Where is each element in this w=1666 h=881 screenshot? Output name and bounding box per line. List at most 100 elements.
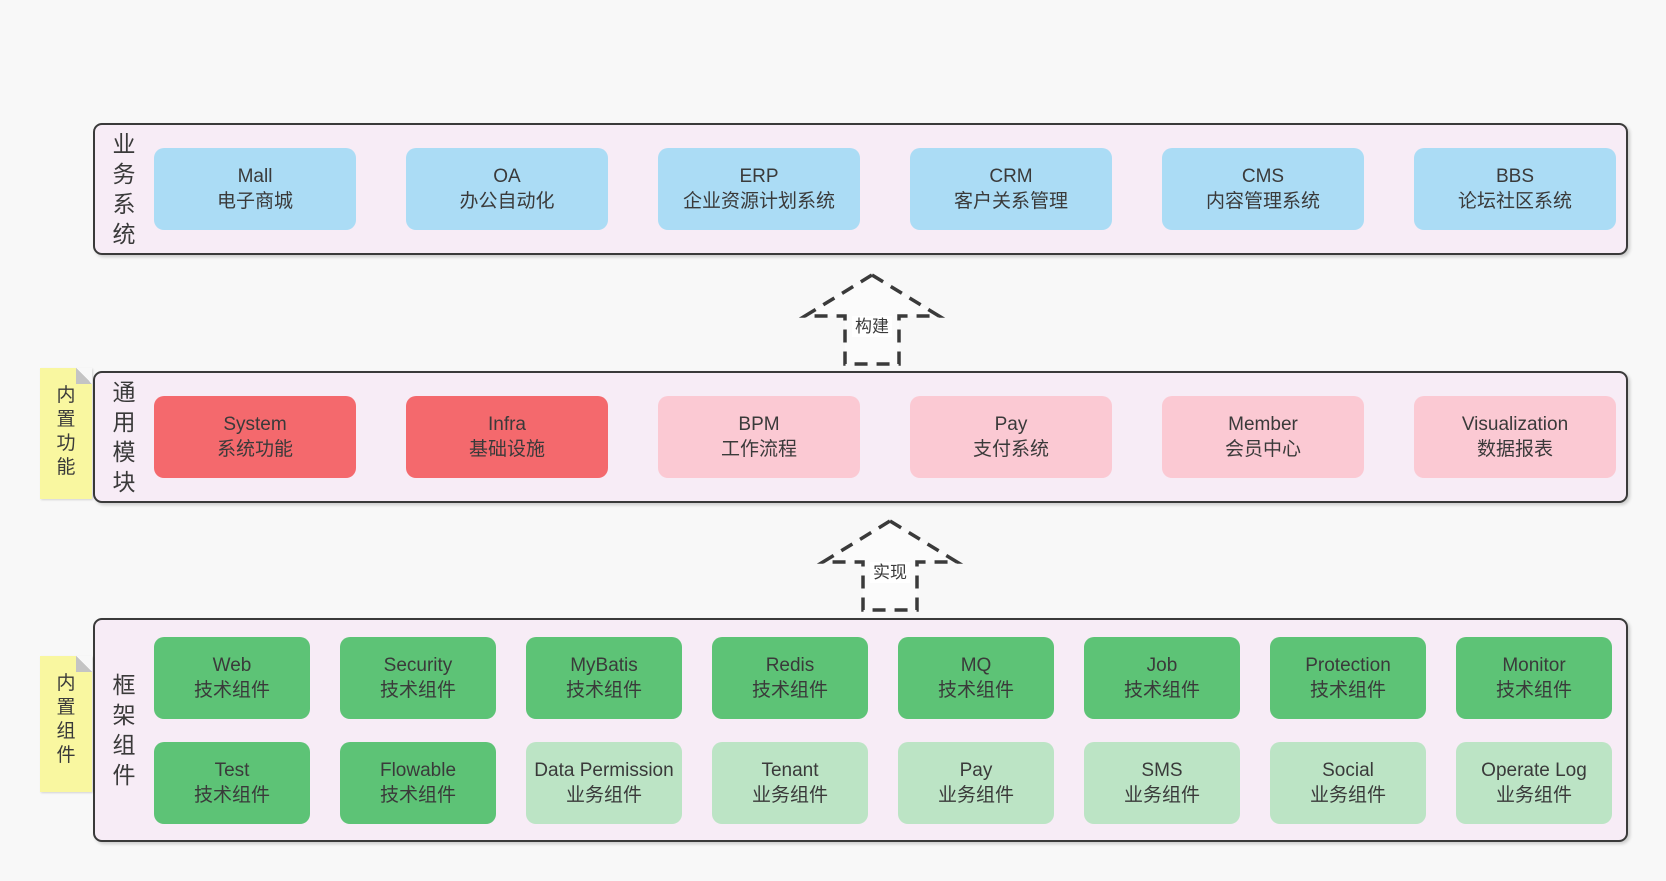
node-mq-desc: 技术组件 [937, 679, 1014, 701]
node-crm: CRM 客户关系管理 [910, 148, 1112, 230]
node-protection-desc: 技术组件 [1309, 679, 1386, 701]
node-infra-name: Infra [487, 414, 527, 435]
node-system-desc: 系统功能 [216, 439, 293, 460]
node-web: Web 技术组件 [154, 636, 310, 719]
node-pay: Pay 支付系统 [910, 396, 1112, 478]
node-oa-desc: 办公自动化 [459, 191, 555, 212]
node-social-desc: 业务组件 [1309, 784, 1386, 806]
sticky-built-in-features: 内置功能 [40, 368, 92, 499]
node-crm-desc: 客户关系管理 [953, 191, 1068, 212]
node-protection: Protection 技术组件 [1270, 636, 1426, 719]
node-mq: MQ 技术组件 [898, 636, 1054, 719]
node-erp-name: ERP [739, 166, 779, 187]
node-sms: SMS 业务组件 [1084, 741, 1240, 824]
node-mall-desc: 电子商城 [216, 191, 293, 212]
node-operate-log-desc: 业务组件 [1495, 784, 1572, 806]
node-flowable-name: Flowable [379, 759, 457, 781]
node-pay-component-name: Pay [959, 759, 993, 781]
node-protection-name: Protection [1305, 654, 1391, 676]
node-monitor-name: Monitor [1502, 654, 1566, 676]
node-pay-component-desc: 业务组件 [937, 784, 1014, 806]
node-web-name: Web [212, 654, 252, 676]
node-web-desc: 技术组件 [193, 679, 270, 701]
node-job-desc: 技术组件 [1123, 679, 1200, 701]
node-bbs-name: BBS [1495, 166, 1535, 187]
sticky-built-in-components-label: 内置组件 [56, 673, 76, 766]
node-security: Security 技术组件 [340, 636, 496, 719]
node-redis-desc: 技术组件 [751, 679, 828, 701]
arrow-implement-label: 实现 [870, 562, 910, 583]
node-cms: CMS 内容管理系统 [1162, 148, 1364, 230]
node-tenant-desc: 业务组件 [751, 784, 828, 806]
node-test-name: Test [214, 759, 250, 781]
business-systems-boxes: Mall 电子商城 OA 办公自动化 ERP 企业资源计划系统 CRM 客户关系… [154, 148, 1616, 230]
node-redis: Redis 技术组件 [712, 636, 868, 719]
node-bpm-name: BPM [738, 414, 780, 435]
node-test-desc: 技术组件 [193, 784, 270, 806]
node-redis-name: Redis [765, 654, 815, 676]
node-pay-desc: 支付系统 [972, 439, 1049, 460]
sticky-built-in-components: 内置组件 [40, 656, 92, 792]
node-data-permission-name: Data Permission [534, 759, 674, 781]
node-infra: Infra 基础设施 [406, 396, 608, 478]
band-common-modules: 通用模块 System 系统功能 Infra 基础设施 BPM 工作流程 Pay… [93, 371, 1628, 503]
node-oa-name: OA [493, 166, 521, 187]
node-visualization-desc: 数据报表 [1476, 439, 1553, 460]
band-label-common-modules: 通用模块 [112, 379, 136, 495]
node-member-name: Member [1228, 414, 1298, 435]
node-cms-desc: 内容管理系统 [1205, 191, 1320, 212]
node-tenant-name: Tenant [761, 759, 819, 781]
node-member: Member 会员中心 [1162, 396, 1364, 478]
node-bbs-desc: 论坛社区系统 [1457, 191, 1572, 212]
node-mybatis-desc: 技术组件 [565, 679, 642, 701]
band-label-business-systems: 业务系统 [112, 131, 136, 247]
node-oa: OA 办公自动化 [406, 148, 608, 230]
node-monitor: Monitor 技术组件 [1456, 636, 1612, 719]
node-social: Social 业务组件 [1270, 741, 1426, 824]
node-security-name: Security [383, 654, 453, 676]
node-system-name: System [223, 414, 287, 435]
node-data-permission: Data Permission 业务组件 [526, 741, 682, 824]
band-label-framework-components: 框架组件 [112, 672, 136, 788]
node-social-name: Social [1322, 759, 1374, 781]
node-mall: Mall 电子商城 [154, 148, 356, 230]
arrow-implement: 实现 [816, 518, 964, 613]
node-job: Job 技术组件 [1084, 636, 1240, 719]
node-job-name: Job [1146, 654, 1178, 676]
node-flowable: Flowable 技术组件 [340, 741, 496, 824]
node-system: System 系统功能 [154, 396, 356, 478]
node-mybatis-name: MyBatis [570, 654, 638, 676]
node-pay-name: Pay [994, 414, 1028, 435]
node-visualization: Visualization 数据报表 [1414, 396, 1616, 478]
common-modules-boxes: System 系统功能 Infra 基础设施 BPM 工作流程 Pay 支付系统… [154, 396, 1616, 478]
node-member-desc: 会员中心 [1224, 439, 1301, 460]
node-visualization-name: Visualization [1461, 414, 1569, 435]
node-bpm: BPM 工作流程 [658, 396, 860, 478]
arrow-build-label: 构建 [852, 316, 892, 337]
node-operate-log: Operate Log 业务组件 [1456, 741, 1612, 824]
node-crm-name: CRM [989, 166, 1033, 187]
node-flowable-desc: 技术组件 [379, 784, 456, 806]
band-framework-components: 框架组件 Web 技术组件 Security 技术组件 MyBatis 技术组件… [93, 618, 1628, 842]
node-test: Test 技术组件 [154, 741, 310, 824]
node-mq-name: MQ [960, 654, 992, 676]
node-tenant: Tenant 业务组件 [712, 741, 868, 824]
node-security-desc: 技术组件 [379, 679, 456, 701]
framework-components-grid: Web 技术组件 Security 技术组件 MyBatis 技术组件 Redi… [154, 636, 1612, 824]
node-monitor-desc: 技术组件 [1495, 679, 1572, 701]
node-mybatis: MyBatis 技术组件 [526, 636, 682, 719]
node-cms-name: CMS [1241, 166, 1285, 187]
node-bbs: BBS 论坛社区系统 [1414, 148, 1616, 230]
node-pay-component: Pay 业务组件 [898, 741, 1054, 824]
node-erp-desc: 企业资源计划系统 [682, 191, 835, 212]
sticky-built-in-features-label: 内置功能 [56, 385, 76, 478]
node-data-permission-desc: 业务组件 [565, 784, 642, 806]
node-erp: ERP 企业资源计划系统 [658, 148, 860, 230]
node-operate-log-name: Operate Log [1481, 759, 1587, 781]
node-mall-name: Mall [237, 166, 273, 187]
node-bpm-desc: 工作流程 [720, 439, 797, 460]
band-business-systems: 业务系统 Mall 电子商城 OA 办公自动化 ERP 企业资源计划系统 CRM… [93, 123, 1628, 255]
arrow-build: 构建 [798, 272, 946, 367]
node-sms-name: SMS [1141, 759, 1183, 781]
